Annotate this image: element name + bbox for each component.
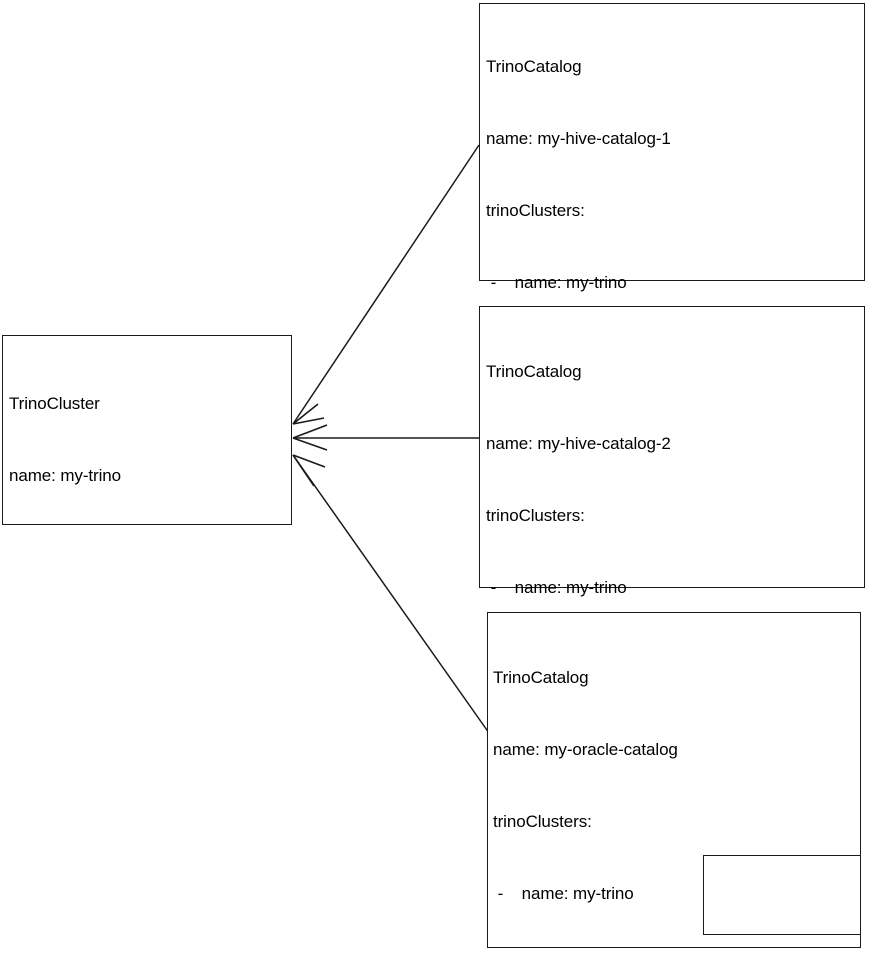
edge-catalog2-to-cluster [292,424,479,451]
trino-cluster-text: TrinoCluster name: my-trino [9,344,121,536]
yaml-line: - name: my-trino [493,884,634,903]
yaml-line: TrinoCluster [9,394,100,413]
oracle-credentials-secret-box[interactable]: user: xxx password: xxx [703,855,861,935]
trino-catalog-box-1[interactable] [479,3,865,281]
trino-cluster-box[interactable] [2,335,292,525]
edge-catalog3-to-cluster [292,454,490,734]
yaml-line: name: my-oracle-catalog [493,740,678,759]
yaml-line: trinoClusters: [486,506,585,525]
yaml-line: name: my-hive-catalog-2 [486,434,671,453]
yaml-line: TrinoCatalog [486,362,582,381]
yaml-line: - name: my-trino [486,578,627,597]
yaml-line: TrinoCatalog [486,57,582,76]
trino-catalog-box-2[interactable] [479,306,865,588]
yaml-line: - name: my-trino [486,273,627,292]
yaml-line: trinoClusters: [493,812,592,831]
yaml-line: TrinoCatalog [493,668,589,687]
yaml-line: name: my-trino [9,466,121,485]
edge-catalog1-to-cluster [292,144,480,425]
yaml-line: name: my-hive-catalog-1 [486,129,671,148]
trino-catalog-text-3: TrinoCatalog name: my-oracle-catalog tri… [493,618,781,954]
yaml-line: trinoClusters: [486,201,585,220]
